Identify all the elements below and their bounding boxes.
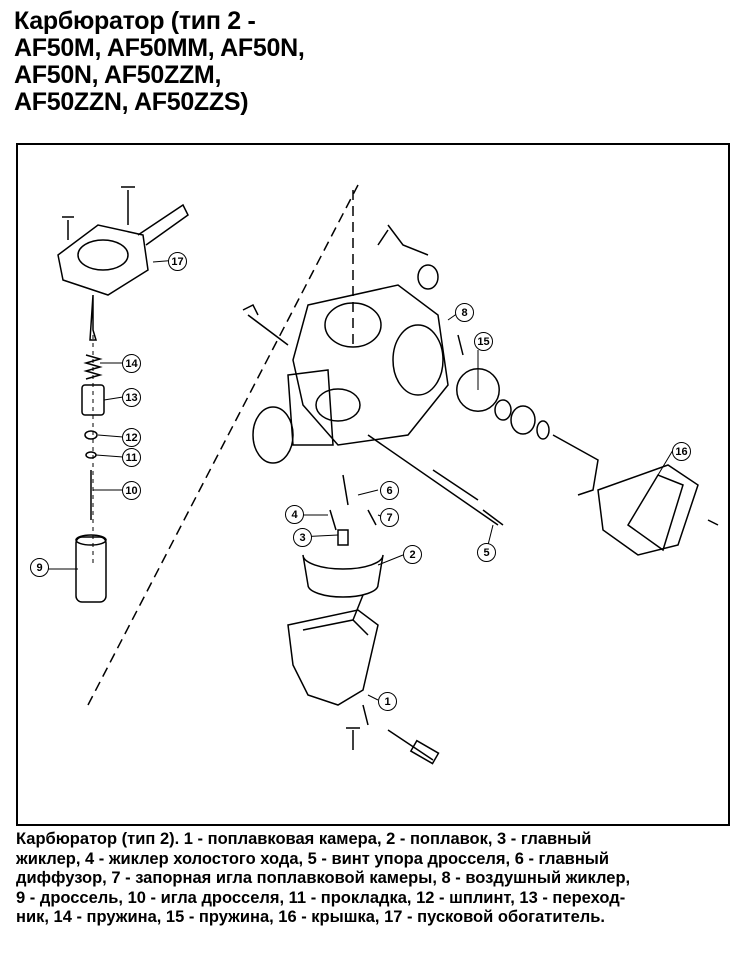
page-title: Карбюратор (тип 2 - AF50M, AF50MM, AF50N… bbox=[14, 8, 305, 116]
callout-16: 16 bbox=[672, 442, 691, 461]
diagram-drawing bbox=[48, 184, 719, 765]
callout-14: 14 bbox=[122, 354, 141, 373]
callout-5: 5 bbox=[477, 543, 496, 562]
callout-4: 4 bbox=[285, 505, 304, 524]
assembly-line bbox=[87, 184, 359, 706]
caption-line: жиклер, 4 - жиклер холостого хода, 5 - в… bbox=[16, 849, 610, 868]
title-line: AF50M, AF50MM, AF50N, bbox=[14, 34, 305, 62]
figure-caption: Карбюратор (тип 2). 1 - поплавковая каме… bbox=[16, 830, 728, 928]
caption-line: ник, 14 - пружина, 15 - пружина, 16 - кр… bbox=[16, 908, 605, 926]
callout-1: 1 bbox=[378, 692, 397, 711]
carburetor-exploded-diagram: 1 2 3 4 5 6 7 8 9 10 11 12 13 14 15 16 1… bbox=[16, 143, 730, 826]
callout-8: 8 bbox=[455, 303, 474, 322]
callout-6: 6 bbox=[380, 481, 399, 500]
caption-line: диффузор, 7 - запорная игла поплавковой … bbox=[16, 869, 631, 887]
callout-17: 17 bbox=[168, 252, 187, 271]
callout-12: 12 bbox=[122, 428, 141, 447]
callout-11: 11 bbox=[122, 448, 141, 467]
callout-15: 15 bbox=[474, 332, 493, 351]
caption-line: Карбюратор (тип 2). 1 - поплавковая каме… bbox=[16, 830, 592, 848]
title-line: AF50N, AF50ZZM, bbox=[14, 61, 222, 89]
carburetor-body-drawing bbox=[287, 284, 449, 446]
caption-line: 9 - дроссель, 10 - игла дросселя, 11 - п… bbox=[16, 888, 626, 907]
callout-7: 7 bbox=[380, 508, 399, 527]
callout-10: 10 bbox=[122, 481, 141, 500]
callout-2: 2 bbox=[403, 545, 422, 564]
title-line: Карбюратор (тип 2 - bbox=[14, 7, 256, 35]
callout-3: 3 bbox=[293, 528, 312, 547]
callout-13: 13 bbox=[122, 388, 141, 407]
title-line: AF50ZZN, AF50ZZS) bbox=[14, 88, 249, 116]
callout-9: 9 bbox=[30, 558, 49, 577]
starter-enricher-drawing bbox=[57, 186, 189, 341]
